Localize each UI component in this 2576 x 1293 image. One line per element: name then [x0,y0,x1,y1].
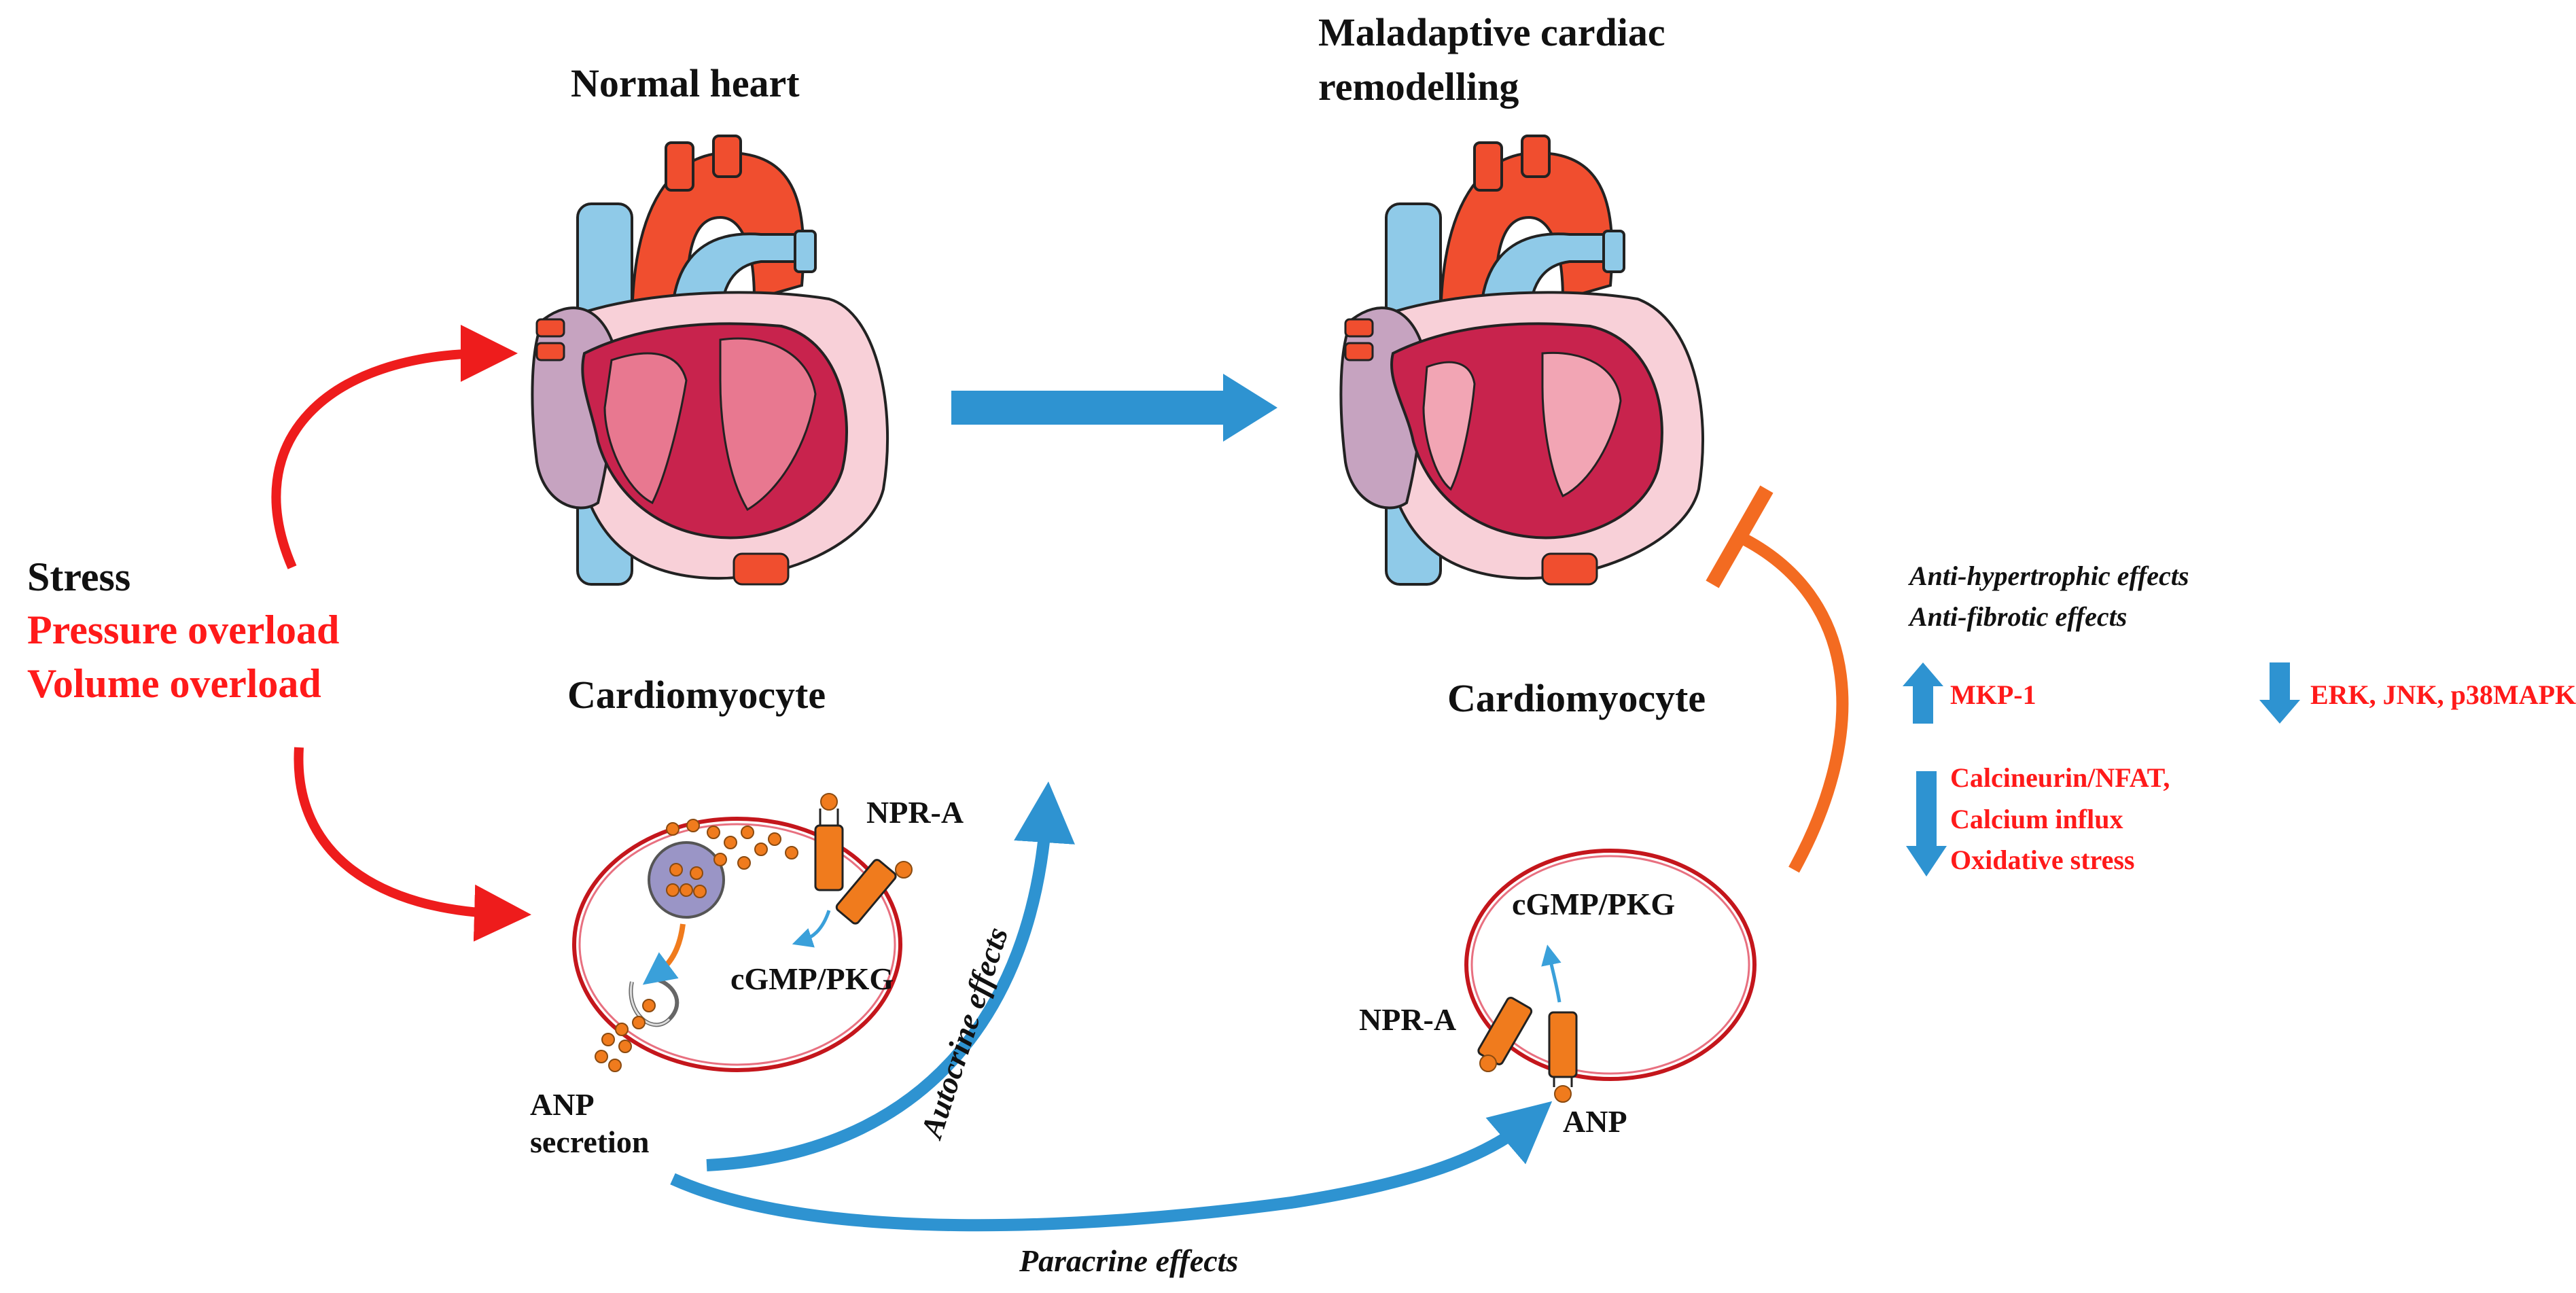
left-npr-a-label: NPR-A [866,795,964,830]
anp-secretion-label-1: ANP [530,1087,595,1122]
diagram-canvas: Normal heart Maladaptive cardiac remodel… [27,10,2576,1278]
volume-overload-label: Volume overload [27,661,321,706]
calcineurin-label: Calcineurin/NFAT, [1950,762,2170,793]
calcium-influx-label: Calcium influx [1950,804,2123,834]
oxidative-stress-label: Oxidative stress [1950,845,2135,875]
down-arrow-icon-long [1906,771,1947,876]
up-arrow-icon [1903,662,1943,724]
left-cgmp-pkg-label: cGMP/PKG [730,961,894,996]
remodelling-arrow [951,374,1277,442]
stress-arrow-down [294,747,531,942]
inhibition-arc [1706,485,1849,873]
diagram-graphics [271,135,2300,1232]
autocrine-arrow [706,781,1075,1171]
stress-label: Stress [27,554,131,599]
remodelled-heart-illustration [1339,135,1704,586]
left-cardiomyocyte-title: Cardiomyocyte [567,673,826,717]
mkp1-label: MKP-1 [1950,679,2036,710]
paracrine-arrow [670,1101,1553,1232]
maladaptive-title-line1: Maladaptive cardiac [1318,10,1665,54]
right-cardiomyocyte-title: Cardiomyocyte [1447,676,1706,720]
left-cardiomyocyte-cell [572,793,913,1072]
paracrine-effects-label: Paracrine effects [1019,1243,1239,1278]
erk-jnk-p38mapk-label: ERK, JNK, p38MAPK [2310,679,2576,710]
right-npr-a-label: NPR-A [1359,1002,1457,1037]
stress-arrow-up [271,325,518,569]
effect-arrows [1903,662,2300,876]
down-arrow-icon [2259,662,2300,724]
anp-secretion-label-2: secretion [530,1124,650,1159]
right-anp-label: ANP [1563,1104,1627,1139]
anti-hypertrophic-label: Anti-hypertrophic effects [1909,561,2189,591]
pressure-overload-label: Pressure overload [27,607,340,652]
right-cardiomyocyte-cell [1464,849,1757,1103]
normal-heart-title: Normal heart [571,61,800,105]
anti-fibrotic-label: Anti-fibrotic effects [1909,601,2128,632]
normal-heart-illustration [531,135,889,586]
maladaptive-title-line2: remodelling [1318,65,1519,109]
right-cgmp-pkg-label: cGMP/PKG [1512,887,1676,921]
